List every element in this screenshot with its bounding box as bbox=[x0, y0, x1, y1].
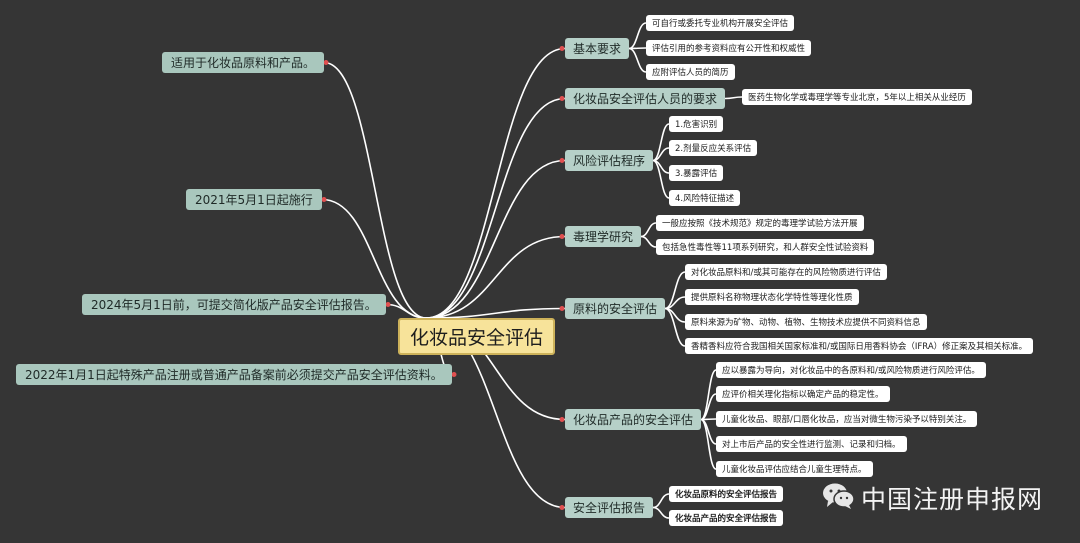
leaf-risk-4[interactable]: 4.风险特征描述 bbox=[669, 190, 741, 206]
leaf-risk-1[interactable]: 1.危害识别 bbox=[669, 116, 724, 132]
collapse-dot-left-1 bbox=[321, 197, 327, 202]
connector-leaf-3-0 bbox=[640, 222, 657, 238]
wechat-icon bbox=[823, 483, 855, 509]
connector-branch-1 bbox=[425, 97, 566, 319]
left-note-mandatory-submission[interactable]: 2022年1月1日起特殊产品注册或普通产品备案前必须提交产品安全评估资料。 bbox=[16, 364, 452, 385]
branch-risk-procedure[interactable]: 风险评估程序 bbox=[565, 150, 654, 171]
leaf-assessor-1[interactable]: 医药生物化学或毒理学等专业北京，5年以上相关从业经历 bbox=[742, 89, 972, 105]
collapse-dot-left-0 bbox=[323, 60, 329, 65]
collapse-dot-branch-2 bbox=[559, 158, 565, 163]
left-note-simplified-report[interactable]: 2024年5月1日前，可提交简化版产品安全评估报告。 bbox=[82, 294, 386, 315]
connector-leaf-1-0 bbox=[724, 96, 743, 100]
leaf-ingredient-1[interactable]: 对化妆品原料和/或其可能存在的风险物质进行评估 bbox=[685, 264, 887, 280]
left-note-scope[interactable]: 适用于化妆品原料和产品。 bbox=[162, 52, 325, 73]
leaf-risk-3[interactable]: 3.暴露评估 bbox=[669, 165, 724, 181]
leaf-basic-1[interactable]: 可自行或委托专业机构开展安全评估 bbox=[646, 15, 795, 31]
collapse-dot-left-3 bbox=[451, 372, 457, 377]
leaf-basic-3[interactable]: 应附评估人员的简历 bbox=[646, 64, 735, 80]
collapse-dot-branch-1 bbox=[559, 96, 565, 101]
leaf-ingredient-2[interactable]: 提供原料名称物理状态化学特性等理化性质 bbox=[685, 289, 859, 305]
connector-leaf-4-3 bbox=[664, 307, 686, 347]
collapse-dot-branch-3 bbox=[559, 234, 565, 239]
root-node[interactable]: 化妆品安全评估 bbox=[398, 318, 556, 355]
connector-branch-2 bbox=[425, 159, 566, 319]
connector-leaf-2-3 bbox=[652, 159, 670, 199]
branch-assessment-report[interactable]: 安全评估报告 bbox=[565, 497, 654, 518]
branch-toxicology[interactable]: 毒理学研究 bbox=[565, 226, 642, 247]
leaf-report-ingredient[interactable]: 化妆品原料的安全评估报告 bbox=[669, 486, 784, 502]
connector-leaf-3-1 bbox=[640, 235, 657, 248]
connector-leaf-0-2 bbox=[628, 47, 647, 73]
collapse-dot-branch-6 bbox=[559, 505, 565, 510]
leaf-basic-2[interactable]: 评估引用的参考资料应有公开性和权威性 bbox=[646, 40, 812, 56]
left-note-effective-date[interactable]: 2021年5月1日起施行 bbox=[186, 189, 322, 210]
branch-assessor-requirements[interactable]: 化妆品安全评估人员的要求 bbox=[565, 88, 726, 109]
collapse-dot-branch-0 bbox=[559, 46, 565, 51]
leaf-ingredient-3[interactable]: 原料来源为矿物、动物、植物、生物技术应提供不同资料信息 bbox=[685, 314, 927, 330]
branch-ingredient-assessment[interactable]: 原料的安全评估 bbox=[565, 298, 666, 319]
collapse-dot-branch-5 bbox=[559, 417, 565, 422]
leaf-tox-1[interactable]: 一般应按照《技术规范》规定的毒理学试验方法开展 bbox=[656, 215, 864, 231]
leaf-product-1[interactable]: 应以暴露为导向，对化妆品中的各原料和/或风险物质进行风险评估。 bbox=[716, 362, 986, 378]
connector-leaf-0-0 bbox=[628, 22, 647, 50]
connector-branch-0 bbox=[425, 47, 566, 319]
leaf-ingredient-4[interactable]: 香精香料应符合我国相关国家标准和/或国际日用香料协会（IFRA）修正案及其相关标… bbox=[685, 338, 1034, 354]
leaf-product-3[interactable]: 儿童化妆品、眼部/口唇化妆品，应当对微生物污染予以特别关注。 bbox=[716, 411, 978, 427]
collapse-dot-branch-4 bbox=[559, 306, 565, 311]
connector-left-0 bbox=[323, 61, 428, 319]
connector-leaf-5-4 bbox=[700, 418, 717, 470]
collapse-dot-left-2 bbox=[385, 302, 391, 307]
leaf-risk-2[interactable]: 2.剂量反应关系评估 bbox=[669, 140, 758, 156]
leaf-product-2[interactable]: 应评价相关理化指标以确定产品的稳定性。 bbox=[716, 386, 890, 402]
connector-leaf-6-0 bbox=[652, 493, 670, 509]
branch-basic-requirements[interactable]: 基本要求 bbox=[565, 38, 630, 59]
branch-product-assessment[interactable]: 化妆品产品的安全评估 bbox=[565, 409, 702, 430]
connector-branch-3 bbox=[425, 235, 566, 319]
leaf-product-5[interactable]: 儿童化妆品评估应结合儿童生理特点。 bbox=[716, 461, 873, 477]
connector-branch-4 bbox=[425, 307, 566, 319]
connector-left-2 bbox=[385, 303, 428, 319]
connector-leaf-6-1 bbox=[652, 506, 670, 519]
leaf-tox-2[interactable]: 包括急性毒性等11项系列研究，和人群安全性试验资料 bbox=[656, 239, 875, 255]
leaf-product-4[interactable]: 对上市后产品的安全性进行监测、记录和归档。 bbox=[716, 436, 907, 452]
leaf-report-product[interactable]: 化妆品产品的安全评估报告 bbox=[669, 510, 784, 526]
watermark-text: 中国注册申报网 bbox=[861, 485, 1044, 514]
